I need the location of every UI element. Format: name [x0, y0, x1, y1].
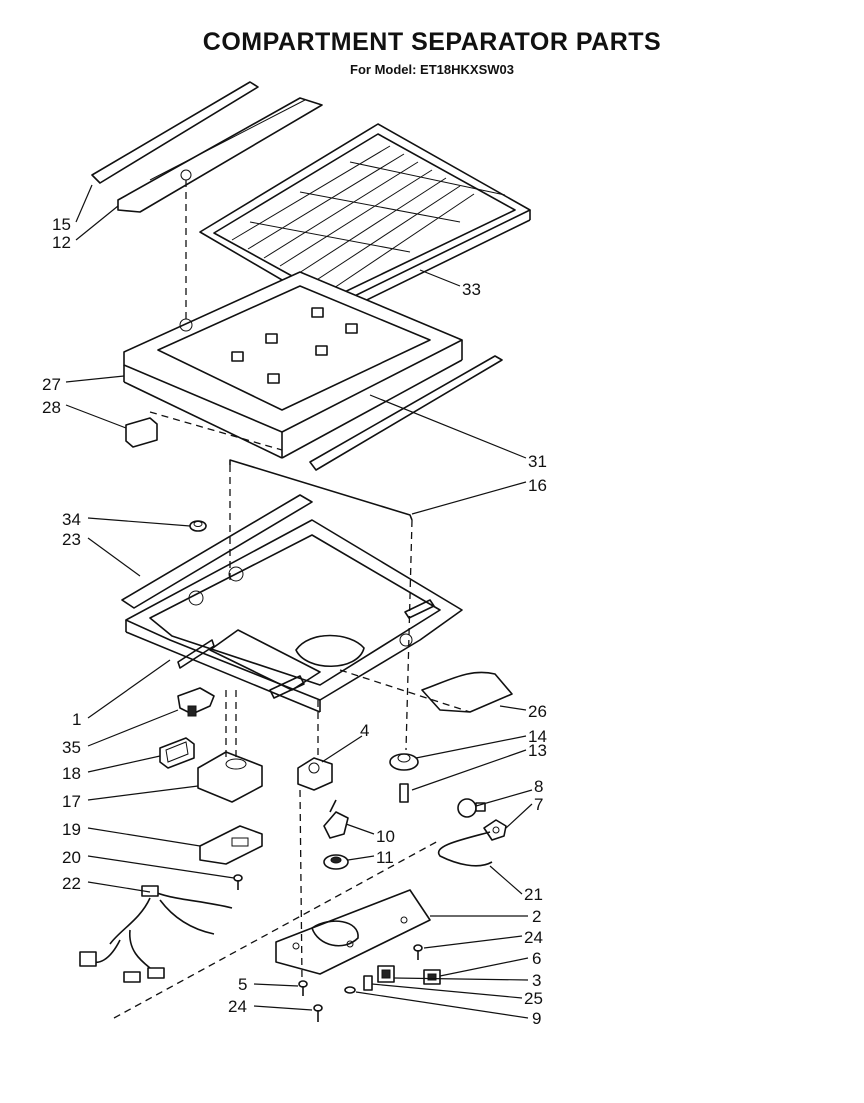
- part-grommet-34[interactable]: [189, 520, 207, 532]
- callout-8: 8: [534, 777, 543, 796]
- part-14[interactable]: [389, 753, 419, 771]
- callout-22: 22: [62, 874, 81, 893]
- callout-4: 4: [360, 721, 369, 740]
- part-4[interactable]: [297, 757, 333, 791]
- part-bracket-19[interactable]: [199, 825, 263, 865]
- part-wire-16[interactable]: [229, 459, 413, 521]
- callout-12: 12: [52, 233, 71, 252]
- part-wire-harness-22[interactable]: [79, 885, 233, 983]
- callout-21: 21: [524, 885, 543, 904]
- callout-35: 35: [62, 738, 81, 757]
- callout-5: 5: [238, 975, 247, 994]
- callout-31: 31: [528, 452, 547, 471]
- callout-3: 3: [532, 971, 541, 990]
- part-3[interactable]: [377, 965, 395, 983]
- part-screw-5[interactable]: [298, 980, 308, 996]
- model-subtitle: For Model: ET18HKXSW03: [350, 62, 514, 77]
- part-9[interactable]: [344, 986, 356, 994]
- part-13[interactable]: [399, 783, 409, 803]
- callout-17: 17: [62, 792, 81, 811]
- part-bulb-8[interactable]: [457, 798, 486, 818]
- callout-28: 28: [42, 398, 61, 417]
- part-18[interactable]: [159, 737, 195, 769]
- part-screw-20[interactable]: [233, 874, 243, 890]
- callout-2: 2: [532, 907, 541, 926]
- callout-26: 26: [528, 702, 547, 721]
- part-25[interactable]: [363, 975, 373, 991]
- callout-14: 14: [528, 727, 547, 746]
- alignment-lines: [113, 180, 471, 1019]
- callout-10: 10: [376, 827, 395, 846]
- part-socket-7[interactable]: [483, 819, 507, 841]
- part-wire-21[interactable]: [437, 831, 493, 867]
- part-6[interactable]: [423, 969, 441, 985]
- callout-11: 11: [376, 848, 394, 867]
- part-gasket-strip[interactable]: [309, 355, 503, 471]
- callout-1: 1: [72, 710, 81, 729]
- part-housing-17[interactable]: [197, 751, 263, 803]
- callout-33: 33: [462, 280, 481, 299]
- part-11[interactable]: [323, 854, 349, 870]
- callout-16: 16: [528, 476, 547, 495]
- part-separator-frame[interactable]: [123, 271, 463, 459]
- callout-27: 27: [42, 375, 61, 394]
- callout-25: 25: [524, 989, 543, 1008]
- part-small-block[interactable]: [125, 417, 158, 448]
- callout-labels: 15 12 33 27 28 31 16 34 23 1 26 35 4 14 …: [42, 215, 547, 1028]
- page-title: COMPARTMENT SEPARATOR PARTS: [202, 28, 662, 56]
- part-base-plate-2[interactable]: [275, 889, 431, 975]
- callout-15: 15: [52, 215, 71, 234]
- part-screw-24-right[interactable]: [413, 944, 423, 960]
- callout-20: 20: [62, 848, 81, 867]
- callout-6: 6: [532, 949, 541, 968]
- part-35[interactable]: [177, 687, 215, 717]
- callout-24: 24: [524, 928, 543, 947]
- part-screw-24-left[interactable]: [313, 1004, 323, 1022]
- callout-7: 7: [534, 795, 543, 814]
- part-separator-pan[interactable]: [125, 519, 463, 713]
- part-rail-23[interactable]: [121, 494, 313, 609]
- callout-23: 23: [62, 530, 81, 549]
- callout-19: 19: [62, 820, 81, 839]
- part-top-rail[interactable]: [91, 81, 323, 213]
- callout-18: 18: [62, 764, 81, 783]
- callout-34: 34: [62, 510, 81, 529]
- part-10[interactable]: [323, 799, 349, 839]
- part-insulation-26[interactable]: [421, 671, 513, 713]
- callout-24b: 24: [228, 997, 247, 1016]
- leader-lines: [65, 184, 533, 1019]
- callout-13: 13: [528, 741, 547, 760]
- callout-9: 9: [532, 1009, 541, 1028]
